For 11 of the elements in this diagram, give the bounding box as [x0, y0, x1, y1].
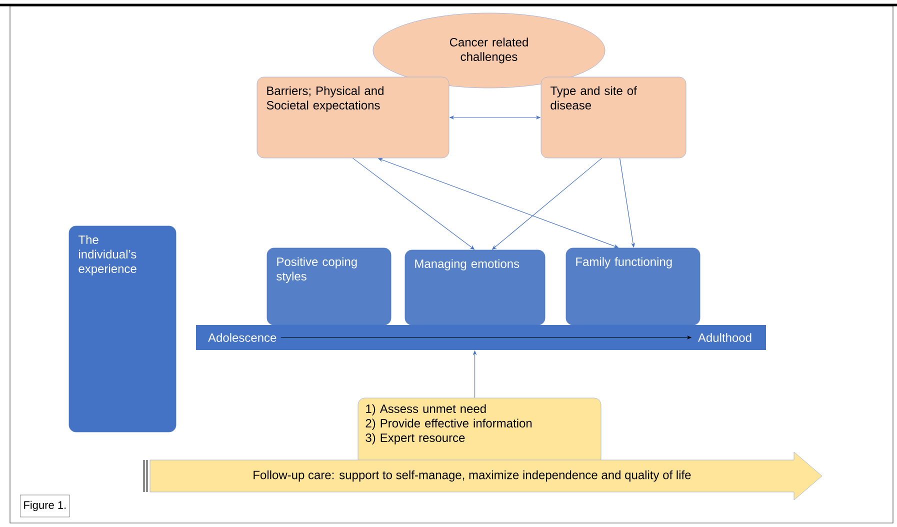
stage-label: Adulthood — [698, 333, 752, 342]
figure-label: Figure 1. — [20, 494, 70, 518]
process-box: Barriers; Physical and Societal expectations — [256, 76, 450, 158]
process-box: Positive coping styles — [266, 248, 392, 326]
timeline-bar — [196, 325, 766, 350]
process-box: Type and site of disease — [540, 76, 686, 158]
process-box: 1) Assess unmet need 2) Provide effective information 3) Expert resource — [358, 398, 602, 466]
process-box: The individual’s experience — [68, 226, 176, 432]
process-box: Family functioning — [566, 248, 700, 326]
process-box: Managing emotions — [404, 250, 546, 326]
stage-label: Adolescence — [208, 333, 276, 342]
